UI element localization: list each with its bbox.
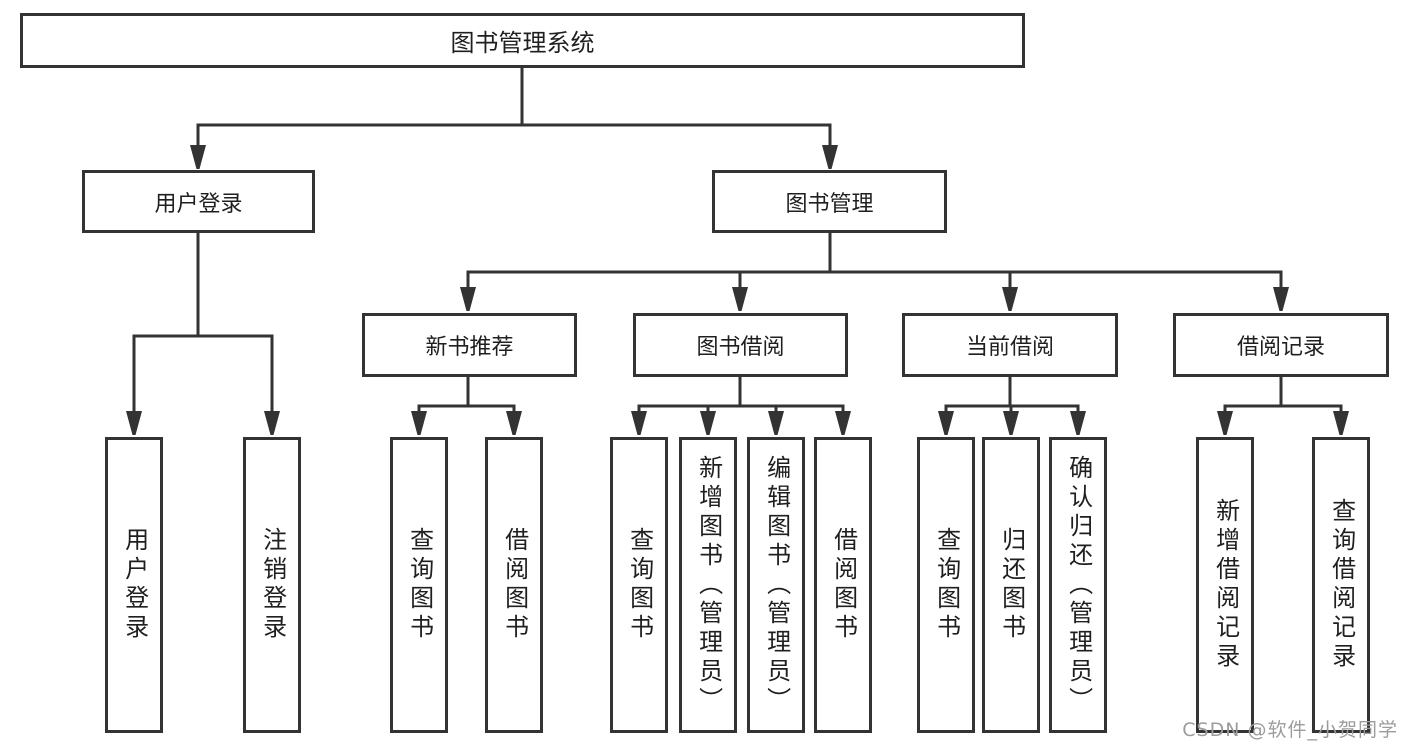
node-book-borrowing: 图书借阅 <box>633 313 848 377</box>
connector-root-to-level2 <box>196 67 832 147</box>
leaf-query-books-recommend: 查询图书 <box>390 437 448 733</box>
arrowhead <box>1003 411 1019 435</box>
arrowhead <box>732 287 748 311</box>
arrowhead <box>1333 411 1349 435</box>
leaf-return-book: 归还图书 <box>982 437 1040 733</box>
connector-new-books-to-leaves <box>417 377 516 414</box>
connector-user-login-to-leaves <box>132 233 274 413</box>
leaf-borrow-books-recommend: 借阅图书 <box>485 437 543 733</box>
arrowhead <box>822 145 838 169</box>
arrowhead <box>1070 411 1086 435</box>
leaf-query-books-current: 查询图书 <box>917 437 975 733</box>
node-root-system: 图书管理系统 <box>20 13 1025 68</box>
connector-borrowing-to-leaves <box>637 377 845 414</box>
leaf-add-book-admin: 新增图书（管理员） <box>679 437 737 733</box>
connector-records-to-leaves <box>1223 377 1343 414</box>
connector-book-mgmt-to-level3 <box>466 233 1283 290</box>
connector-current-to-leaves <box>944 377 1080 414</box>
arrowhead <box>264 411 280 435</box>
arrowhead <box>506 411 522 435</box>
arrowhead <box>768 411 784 435</box>
leaf-borrow-books-borrowing: 借阅图书 <box>814 437 872 733</box>
arrowhead <box>835 411 851 435</box>
leaf-query-books-borrowing: 查询图书 <box>610 437 668 733</box>
arrowhead <box>1217 411 1233 435</box>
arrowhead <box>1002 287 1018 311</box>
arrowhead <box>938 411 954 435</box>
node-borrow-records: 借阅记录 <box>1173 313 1389 377</box>
node-user-login: 用户登录 <box>82 170 315 233</box>
arrowhead <box>411 411 427 435</box>
arrowhead <box>126 411 142 435</box>
leaf-confirm-return-admin: 确认归还（管理员） <box>1049 437 1107 733</box>
leaf-query-borrow-record: 查询借阅记录 <box>1312 437 1370 733</box>
leaf-logout: 注销登录 <box>243 437 301 733</box>
node-book-management: 图书管理 <box>712 170 947 233</box>
csdn-watermark: CSDN @软件_小贺同学 <box>1182 719 1398 741</box>
node-current-borrowing: 当前借阅 <box>902 313 1118 377</box>
arrowhead <box>700 411 716 435</box>
leaf-edit-book-admin: 编辑图书（管理员） <box>747 437 805 733</box>
arrowhead <box>190 145 206 169</box>
leaf-add-borrow-record: 新增借阅记录 <box>1196 437 1254 733</box>
node-new-book-recommend: 新书推荐 <box>362 313 577 377</box>
arrowhead <box>1273 287 1289 311</box>
arrowhead <box>460 287 476 311</box>
leaf-user-login: 用户登录 <box>105 437 163 733</box>
arrowhead <box>631 411 647 435</box>
